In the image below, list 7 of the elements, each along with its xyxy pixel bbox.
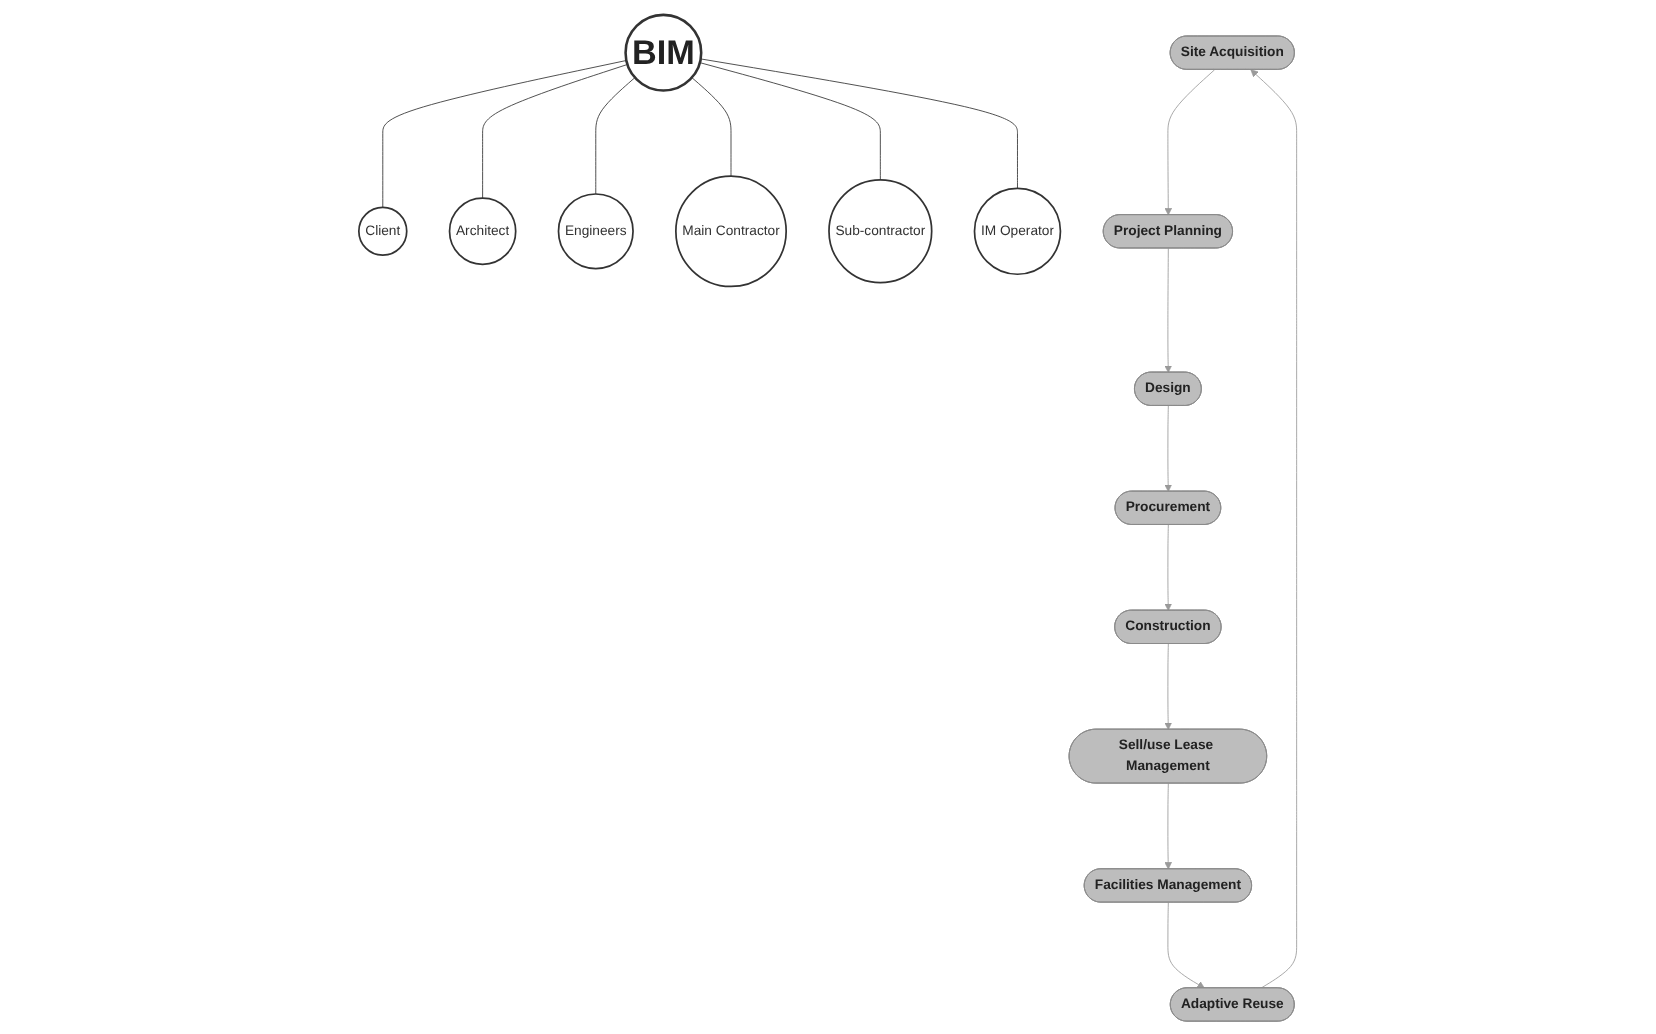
- connector: [699, 61, 881, 180]
- node-circle: BIM: [624, 12, 703, 91]
- connector: [595, 76, 636, 194]
- connector: [691, 76, 732, 176]
- connector: [482, 63, 629, 198]
- connector: [382, 59, 628, 207]
- connector: [700, 57, 1019, 188]
